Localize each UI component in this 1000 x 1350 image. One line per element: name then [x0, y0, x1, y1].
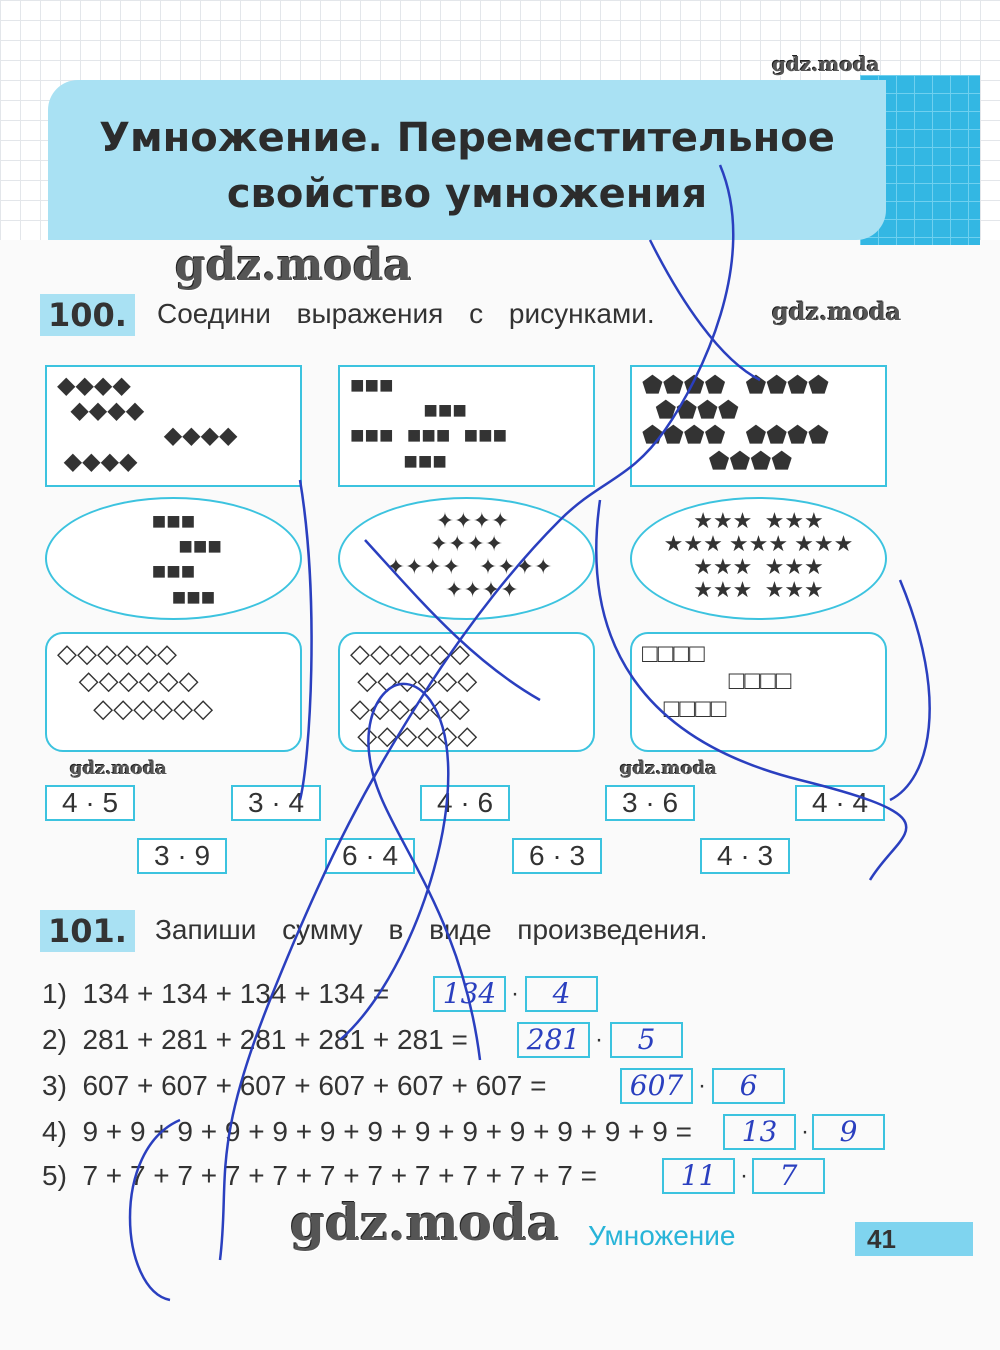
section-name: Умножение — [588, 1220, 736, 1251]
shape-row: ⬟⬟⬟⬟ ⬟⬟⬟⬟ — [642, 422, 829, 450]
picture-card[interactable]: ◆◆◆◆ ◆◆◆◆ ◆◆◆◆ ◆◆◆◆ — [45, 365, 302, 487]
multiplicand-answer-box[interactable]: 134 — [433, 976, 506, 1012]
picture-card[interactable]: ■■■ ■■■■■■ ■■■ ■■■ ■■■ — [338, 365, 595, 487]
multiply-dot: · — [801, 1118, 809, 1145]
shape-row: □□□□ — [642, 692, 727, 723]
shape-row: ■■■ — [350, 447, 447, 475]
sum-expression: 1) 134 + 134 + 134 + 134 = — [42, 978, 390, 1009]
multiplier-answer-box[interactable]: 4 — [525, 976, 598, 1012]
shape-row: ■■■ — [125, 533, 222, 561]
multiplier-answer-box[interactable]: 5 — [610, 1022, 683, 1058]
sum-expression: 5) 7 + 7 + 7 + 7 + 7 + 7 + 7 + 7 + 7 + 7… — [42, 1160, 597, 1191]
shape-row: ◇◇◇◇◇◇ — [350, 692, 470, 723]
multiplicand-answer-box[interactable]: 11 — [662, 1158, 735, 1194]
picture-card[interactable]: ⬟⬟⬟⬟ ⬟⬟⬟⬟ ⬟⬟⬟⬟⬟⬟⬟⬟ ⬟⬟⬟⬟ ⬟⬟⬟⬟ — [630, 365, 887, 487]
multiplicand-answer-box[interactable]: 607 — [620, 1068, 693, 1104]
expression-box[interactable]: 6 · 3 — [512, 838, 602, 874]
multiplier-answer-box[interactable]: 6 — [712, 1068, 785, 1104]
sum-expression: 3) 607 + 607 + 607 + 607 + 607 + 607 = — [42, 1070, 547, 1101]
shape-row: ◆◆◆◆ — [57, 372, 131, 399]
sum-expression: 2) 281 + 281 + 281 + 281 + 281 = — [42, 1024, 468, 1055]
page-title-line1: Умножение. Переместительное — [99, 115, 835, 161]
task-100-number: 100. — [40, 294, 135, 336]
expression-box[interactable]: 4 · 6 — [420, 785, 510, 821]
title-banner: Умножение. Переместительное свойство умн… — [48, 80, 886, 240]
shape-row: ✦✦✦✦ — [414, 577, 519, 603]
shape-row: ◆◆◆◆ — [57, 422, 238, 450]
multiply-dot: · — [511, 980, 519, 1007]
task-101-text: Запиши сумму в виде произведения. — [155, 914, 708, 945]
shape-row: □□□□ — [642, 638, 705, 668]
shape-row: ◆◆◆◆ — [57, 397, 145, 425]
shape-row: ★★★ ★★★ — [693, 554, 824, 580]
watermark: gdz.moda — [772, 297, 902, 326]
shape-row: ■■■ — [131, 583, 216, 611]
expression-box[interactable]: 3 · 4 — [231, 785, 321, 821]
expression-box[interactable]: 3 · 6 — [605, 785, 695, 821]
shape-row: ◇◇◇◇◇◇ — [350, 665, 478, 696]
shape-row: ◇◇◇◇◇◇ — [350, 638, 470, 668]
multiplier-answer-box[interactable]: 7 — [752, 1158, 825, 1194]
page-number: 41 — [855, 1222, 973, 1256]
shape-row: ✦✦✦✦ — [423, 508, 510, 533]
shape-row: ◇◇◇◇◇◇ — [57, 638, 177, 668]
task-100-text: Соедини выражения с рисунками. — [157, 298, 655, 329]
picture-card[interactable]: ✦✦✦✦✦✦✦✦ ✦✦✦✦ ✦✦✦✦ ✦✦✦✦ — [338, 497, 595, 620]
shape-row: ◇◇◇◇◇◇ — [57, 665, 199, 696]
picture-card[interactable]: ◇◇◇◇◇◇ ◇◇◇◇◇◇ ◇◇◇◇◇◇ — [45, 632, 302, 752]
shape-row: ■■■ ■■■ ■■■ — [350, 422, 508, 450]
shape-row: ★★★ ★★★ — [693, 577, 824, 603]
multiplier-answer-box[interactable]: 9 — [812, 1114, 885, 1150]
expression-box[interactable]: 3 · 9 — [137, 838, 227, 874]
sum-expression: 4) 9 + 9 + 9 + 9 + 9 + 9 + 9 + 9 + 9 + 9… — [42, 1116, 692, 1147]
shape-row: ✦✦✦✦ ✦✦✦✦ — [380, 554, 553, 580]
multiply-dot: · — [698, 1072, 706, 1099]
picture-card[interactable]: □□□□ □□□□ □□□□ — [630, 632, 887, 752]
page-title-line2: свойство умножения — [226, 171, 708, 217]
picture-card[interactable]: ★★★ ★★★★★★ ★★★ ★★★★★★ ★★★★★★ ★★★ — [630, 497, 887, 620]
shape-row: ★★★ ★★★ — [693, 508, 824, 533]
watermark: gdz.moda — [620, 758, 717, 779]
shape-row: ◇◇◇◇◇◇ — [57, 692, 214, 723]
shape-row: ✦✦✦✦ — [429, 531, 504, 557]
picture-card[interactable]: ■■■ ■■■■■■ ■■■ — [45, 497, 302, 620]
shape-row: ⬟⬟⬟⬟ — [642, 447, 793, 475]
shape-row: ■■■ — [151, 558, 196, 586]
shape-row: ◇◇◇◇◇◇ — [350, 719, 478, 750]
watermark: gdz.moda — [175, 240, 413, 291]
shape-row: ■■■ — [350, 372, 394, 399]
expression-box[interactable]: 6 · 4 — [325, 838, 415, 874]
multiply-dot: · — [740, 1162, 748, 1189]
shape-row: □□□□ — [642, 665, 792, 696]
multiplicand-answer-box[interactable]: 281 — [517, 1022, 590, 1058]
multiply-dot: · — [595, 1026, 603, 1053]
picture-card[interactable]: ◇◇◇◇◇◇ ◇◇◇◇◇◇◇◇◇◇◇◇ ◇◇◇◇◇◇ — [338, 632, 595, 752]
watermark: gdz.moda — [290, 1193, 560, 1252]
expression-box[interactable]: 4 · 4 — [795, 785, 885, 821]
shape-row: ⬟⬟⬟⬟ ⬟⬟⬟⬟ — [642, 372, 829, 399]
shape-row: ◆◆◆◆ — [57, 447, 138, 475]
watermark: gdz.moda — [772, 52, 880, 76]
task-101-number: 101. — [40, 910, 135, 952]
expression-box[interactable]: 4 · 3 — [700, 838, 790, 874]
shape-row: ⬟⬟⬟⬟ — [642, 397, 739, 425]
shape-row: ■■■ — [350, 397, 467, 425]
expression-box[interactable]: 4 · 5 — [45, 785, 135, 821]
shape-row: ■■■ — [151, 508, 196, 535]
watermark: gdz.moda — [70, 758, 167, 779]
shape-row: ★★★ ★★★ ★★★ — [663, 531, 854, 557]
multiplicand-answer-box[interactable]: 13 — [723, 1114, 796, 1150]
